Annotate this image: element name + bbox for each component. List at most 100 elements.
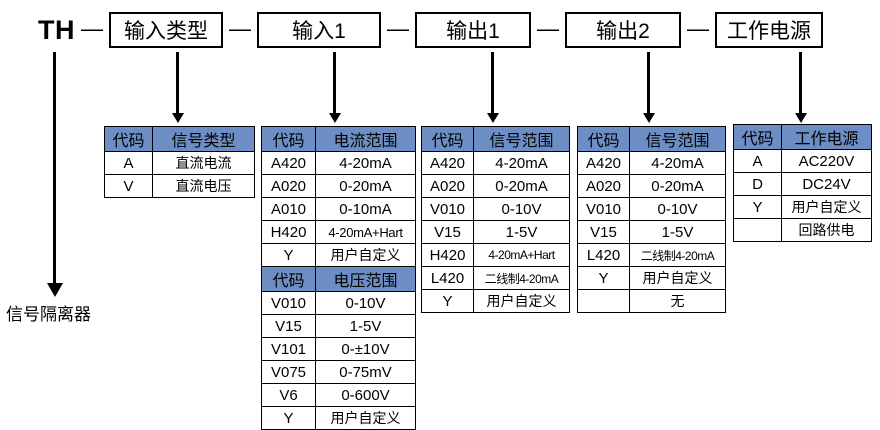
cell-value: 1-5V xyxy=(315,314,416,338)
connector-arrow-output2-icon xyxy=(647,52,650,114)
connector-arrow-output1-icon xyxy=(491,52,494,114)
table-row[interactable]: A420 4-20mA xyxy=(421,151,570,175)
table-row[interactable]: A AC220V xyxy=(733,149,872,173)
separator-dash-2: — xyxy=(387,15,409,41)
separator-dash-3: — xyxy=(537,15,559,41)
cell-code: V6 xyxy=(261,383,316,407)
cell-code: V xyxy=(104,174,153,198)
input1-table: 代码 电流范围 A420 4-20mA A020 0-20mA A010 0-1… xyxy=(261,126,416,430)
cell-code: H420 xyxy=(261,220,316,244)
table-row[interactable]: Y 用户自定义 xyxy=(261,406,416,430)
table-row[interactable]: L420 二线制4-20mA xyxy=(421,266,570,290)
cell-code: V15 xyxy=(261,314,316,338)
table-header-row: 代码 信号范围 xyxy=(577,126,726,152)
segment-box-output2[interactable]: 输出2 xyxy=(565,12,681,48)
table-row[interactable]: A420 4-20mA xyxy=(261,151,416,175)
table-row[interactable]: V15 1-5V xyxy=(421,220,570,244)
table-row[interactable]: V15 1-5V xyxy=(261,314,416,338)
cell-value: 用户自定义 xyxy=(629,266,726,290)
table-row[interactable]: V075 0-75mV xyxy=(261,360,416,384)
table-row[interactable]: 无 xyxy=(577,289,726,313)
table-row[interactable]: A020 0-20mA xyxy=(261,174,416,198)
table-row[interactable]: Y 用户自定义 xyxy=(733,195,872,219)
table-row[interactable]: V6 0-600V xyxy=(261,383,416,407)
cell-value: 0-±10V xyxy=(315,337,416,361)
connector-arrow-power-supply-icon xyxy=(799,52,802,114)
table-row[interactable]: V010 0-10V xyxy=(261,291,416,315)
table-row[interactable]: 回路供电 xyxy=(733,218,872,242)
cell-code: A xyxy=(104,151,153,175)
cell-value: 4-20mA xyxy=(473,151,570,175)
cell-code xyxy=(733,218,782,242)
cell-value: 0-10V xyxy=(315,291,416,315)
cell-code: V15 xyxy=(577,220,630,244)
table-row[interactable]: Y 用户自定义 xyxy=(261,243,416,267)
cell-code: V101 xyxy=(261,337,316,361)
separator-dash-1: — xyxy=(229,15,251,41)
table-row[interactable]: A 直流电流 xyxy=(104,151,255,175)
table-header-row: 代码 工作电源 xyxy=(733,124,872,150)
table-row[interactable]: V101 0-±10V xyxy=(261,337,416,361)
separator-dash-0: — xyxy=(81,15,103,41)
segment-box-input-type[interactable]: 输入类型 xyxy=(109,12,223,48)
table-row[interactable]: A010 0-10mA xyxy=(261,197,416,221)
segment-box-power-supply[interactable]: 工作电源 xyxy=(715,12,823,48)
cell-code: L420 xyxy=(577,243,630,267)
separator-dash-4: — xyxy=(687,15,709,41)
model-code-row: TH — 输入类型 — 输入1 — 输出1 — 输出2 — 工作电源 xyxy=(0,8,880,52)
table-row[interactable]: V010 0-10V xyxy=(577,197,726,221)
output1-table: 代码 信号范围 A420 4-20mA A020 0-20mA V010 0-1… xyxy=(421,126,570,313)
column-header-code: 代码 xyxy=(261,126,316,152)
table-row[interactable]: A020 0-20mA xyxy=(577,174,726,198)
cell-code xyxy=(577,289,630,313)
table-row[interactable]: H420 4-20mA+Hart xyxy=(421,243,570,267)
cell-code: V010 xyxy=(421,197,474,221)
cell-code: V010 xyxy=(261,291,316,315)
table-row[interactable]: V15 1-5V xyxy=(577,220,726,244)
table-row[interactable]: Y 用户自定义 xyxy=(577,266,726,290)
segment-box-input1[interactable]: 输入1 xyxy=(257,12,381,48)
cell-value: 4-20mA+Hart xyxy=(473,243,570,267)
cell-code: A020 xyxy=(261,174,316,198)
cell-value: 无 xyxy=(629,289,726,313)
cell-code: A020 xyxy=(421,174,474,198)
table-header-row: 代码 电压范围 xyxy=(261,266,416,292)
table-header-row: 代码 电流范围 xyxy=(261,126,416,152)
column-header-code: 代码 xyxy=(421,126,474,152)
column-header-code: 代码 xyxy=(104,126,153,152)
cell-value: 1-5V xyxy=(629,220,726,244)
table-row[interactable]: V 直流电压 xyxy=(104,174,255,198)
cell-code: Y xyxy=(261,243,316,267)
column-header-code: 代码 xyxy=(733,124,782,150)
table-row[interactable]: Y 用户自定义 xyxy=(421,289,570,313)
cell-value: 用户自定义 xyxy=(315,243,416,267)
table-row[interactable]: H420 4-20mA+Hart xyxy=(261,220,416,244)
table-row[interactable]: A020 0-20mA xyxy=(421,174,570,198)
cell-value: 0-600V xyxy=(315,383,416,407)
product-label: 信号隔离器 xyxy=(6,305,91,324)
table-row[interactable]: D DC24V xyxy=(733,172,872,196)
table-row[interactable]: A420 4-20mA xyxy=(577,151,726,175)
segment-box-output1[interactable]: 输出1 xyxy=(415,12,531,48)
cell-value: 0-10V xyxy=(629,197,726,221)
column-header-value: 工作电源 xyxy=(781,124,872,150)
cell-value: 0-10V xyxy=(473,197,570,221)
cell-code: V15 xyxy=(421,220,474,244)
table-row[interactable]: L420 二线制4-20mA xyxy=(577,243,726,267)
table-row[interactable]: V010 0-10V xyxy=(421,197,570,221)
cell-code: D xyxy=(733,172,782,196)
cell-code: V010 xyxy=(577,197,630,221)
power-supply-table: 代码 工作电源 A AC220V D DC24V Y 用户自定义 回路供电 xyxy=(733,124,872,242)
column-header-value: 信号类型 xyxy=(152,126,255,152)
column-header-value: 信号范围 xyxy=(629,126,726,152)
cell-value: 用户自定义 xyxy=(473,289,570,313)
cell-code: Y xyxy=(733,195,782,219)
cell-code: A xyxy=(733,149,782,173)
product-arrow-icon xyxy=(53,52,56,284)
cell-value: 0-20mA xyxy=(629,174,726,198)
cell-value: 0-75mV xyxy=(315,360,416,384)
cell-value: 用户自定义 xyxy=(781,195,872,219)
cell-value: 二线制4-20mA xyxy=(629,243,726,267)
cell-value: 1-5V xyxy=(473,220,570,244)
